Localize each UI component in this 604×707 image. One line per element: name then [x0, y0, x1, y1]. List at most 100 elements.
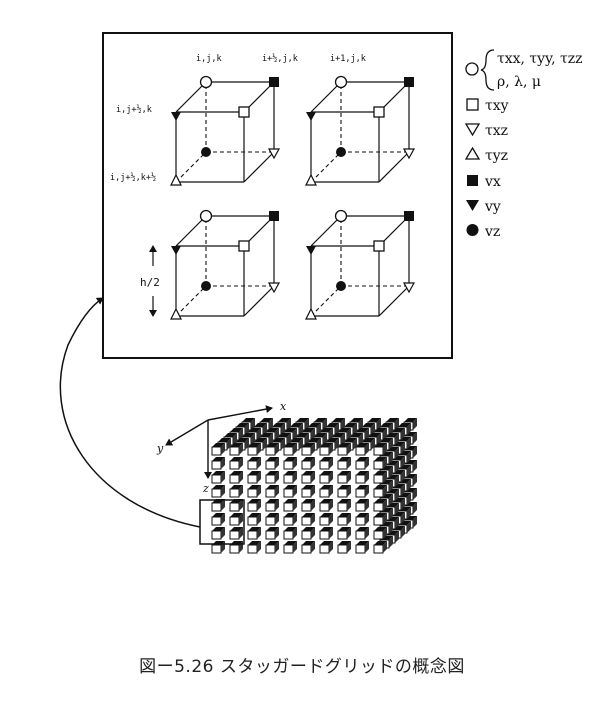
- cell-side: [365, 485, 369, 497]
- block-cell: [211, 499, 225, 512]
- cell-face: [283, 488, 294, 498]
- cell-side: [293, 457, 297, 469]
- cell-top: [302, 527, 315, 531]
- cell-top: [332, 433, 345, 437]
- cell-face: [301, 488, 312, 498]
- block-cell: [265, 443, 279, 456]
- cell-top: [374, 499, 387, 503]
- cell-side: [311, 471, 315, 483]
- label-ijk: i,j,k: [196, 54, 222, 64]
- cell-top: [296, 433, 309, 437]
- open-square-icon: [238, 240, 250, 252]
- cube-3: [170, 209, 281, 320]
- filled-down-triangle-icon: [171, 246, 181, 255]
- cell-face: [265, 474, 276, 484]
- cell-face: [211, 446, 222, 456]
- cell-face: [373, 544, 384, 554]
- zoom-arrow: [59, 297, 201, 528]
- cell-top: [338, 485, 351, 489]
- legend-tri-up-open: τyz: [485, 148, 508, 164]
- cell-top: [356, 513, 369, 517]
- cell-top: [290, 423, 303, 427]
- cube-hidden-edge: [310, 285, 342, 317]
- cell-side: [413, 418, 417, 430]
- legend-circle-line1: τxx, τyy, τzz: [497, 51, 583, 67]
- block-cell: [355, 513, 369, 526]
- cell-face: [247, 474, 258, 484]
- cell-side: [329, 485, 333, 497]
- cell-face: [211, 460, 222, 470]
- cell-top: [398, 423, 411, 427]
- block-cell: [319, 443, 333, 456]
- block-cell: [373, 457, 387, 470]
- cell-top: [284, 527, 297, 531]
- cell-side: [293, 541, 297, 553]
- cell-top: [338, 428, 351, 432]
- cell-side: [413, 502, 417, 514]
- block-cell: [265, 471, 279, 484]
- cube-edge: [243, 285, 275, 317]
- cell-top: [284, 513, 297, 517]
- cell-face: [355, 488, 366, 498]
- block-cell: [373, 471, 387, 484]
- cell-top: [230, 428, 243, 432]
- cell-top: [356, 541, 369, 545]
- cell-top: [356, 443, 369, 447]
- cell-face: [319, 460, 330, 470]
- cell-top: [320, 471, 333, 475]
- cube-edge: [175, 81, 207, 113]
- block-cell: [319, 527, 333, 540]
- block-cell: [283, 485, 297, 498]
- cell-face: [265, 488, 276, 498]
- cell-face: [337, 460, 348, 470]
- cell-face: [283, 544, 294, 554]
- cell-face: [319, 474, 330, 484]
- cell-side: [389, 452, 393, 464]
- open-square-icon: [373, 240, 385, 252]
- cell-top: [260, 433, 273, 437]
- cell-side: [239, 513, 243, 525]
- cell-top: [302, 485, 315, 489]
- cell-face: [229, 446, 240, 456]
- cube-2: [305, 75, 416, 186]
- cell-top: [230, 443, 243, 447]
- cell-face: [355, 516, 366, 526]
- cell-side: [395, 433, 399, 445]
- cell-side: [389, 494, 393, 506]
- cell-face: [301, 502, 312, 512]
- filled-square-icon: [467, 175, 478, 186]
- cell-side: [239, 443, 243, 455]
- cell-top: [248, 541, 261, 545]
- cell-top: [302, 513, 315, 517]
- cube-edge: [378, 285, 410, 317]
- cell-side: [347, 457, 351, 469]
- cell-side: [329, 457, 333, 469]
- cell-side: [407, 423, 411, 435]
- cell-top: [356, 428, 369, 432]
- cell-side: [395, 517, 399, 529]
- cell-top: [302, 443, 315, 447]
- cell-side: [413, 460, 417, 472]
- cell-side: [347, 541, 351, 553]
- cell-top: [302, 471, 315, 475]
- figure-caption: 図ー5.26 スタッガードグリッドの概念図: [139, 657, 465, 677]
- label-i-half: i+½,j,k: [262, 53, 298, 64]
- block-cell: [247, 457, 261, 470]
- cell-top: [242, 418, 255, 422]
- cell-top: [284, 471, 297, 475]
- cell-top: [404, 418, 417, 422]
- axis-y-label: y: [156, 442, 164, 455]
- cell-top: [320, 443, 333, 447]
- cell-side: [347, 499, 351, 511]
- block-cell: [283, 527, 297, 540]
- cell-top: [314, 418, 327, 422]
- cell-top: [212, 443, 225, 447]
- cell-side: [329, 527, 333, 539]
- block-cell: [355, 471, 369, 484]
- block-cell: [301, 513, 315, 526]
- cell-side: [407, 507, 411, 519]
- cell-side: [407, 493, 411, 505]
- cell-side: [395, 503, 399, 515]
- filled-down-triangle-icon: [306, 246, 316, 255]
- cell-side: [257, 457, 261, 469]
